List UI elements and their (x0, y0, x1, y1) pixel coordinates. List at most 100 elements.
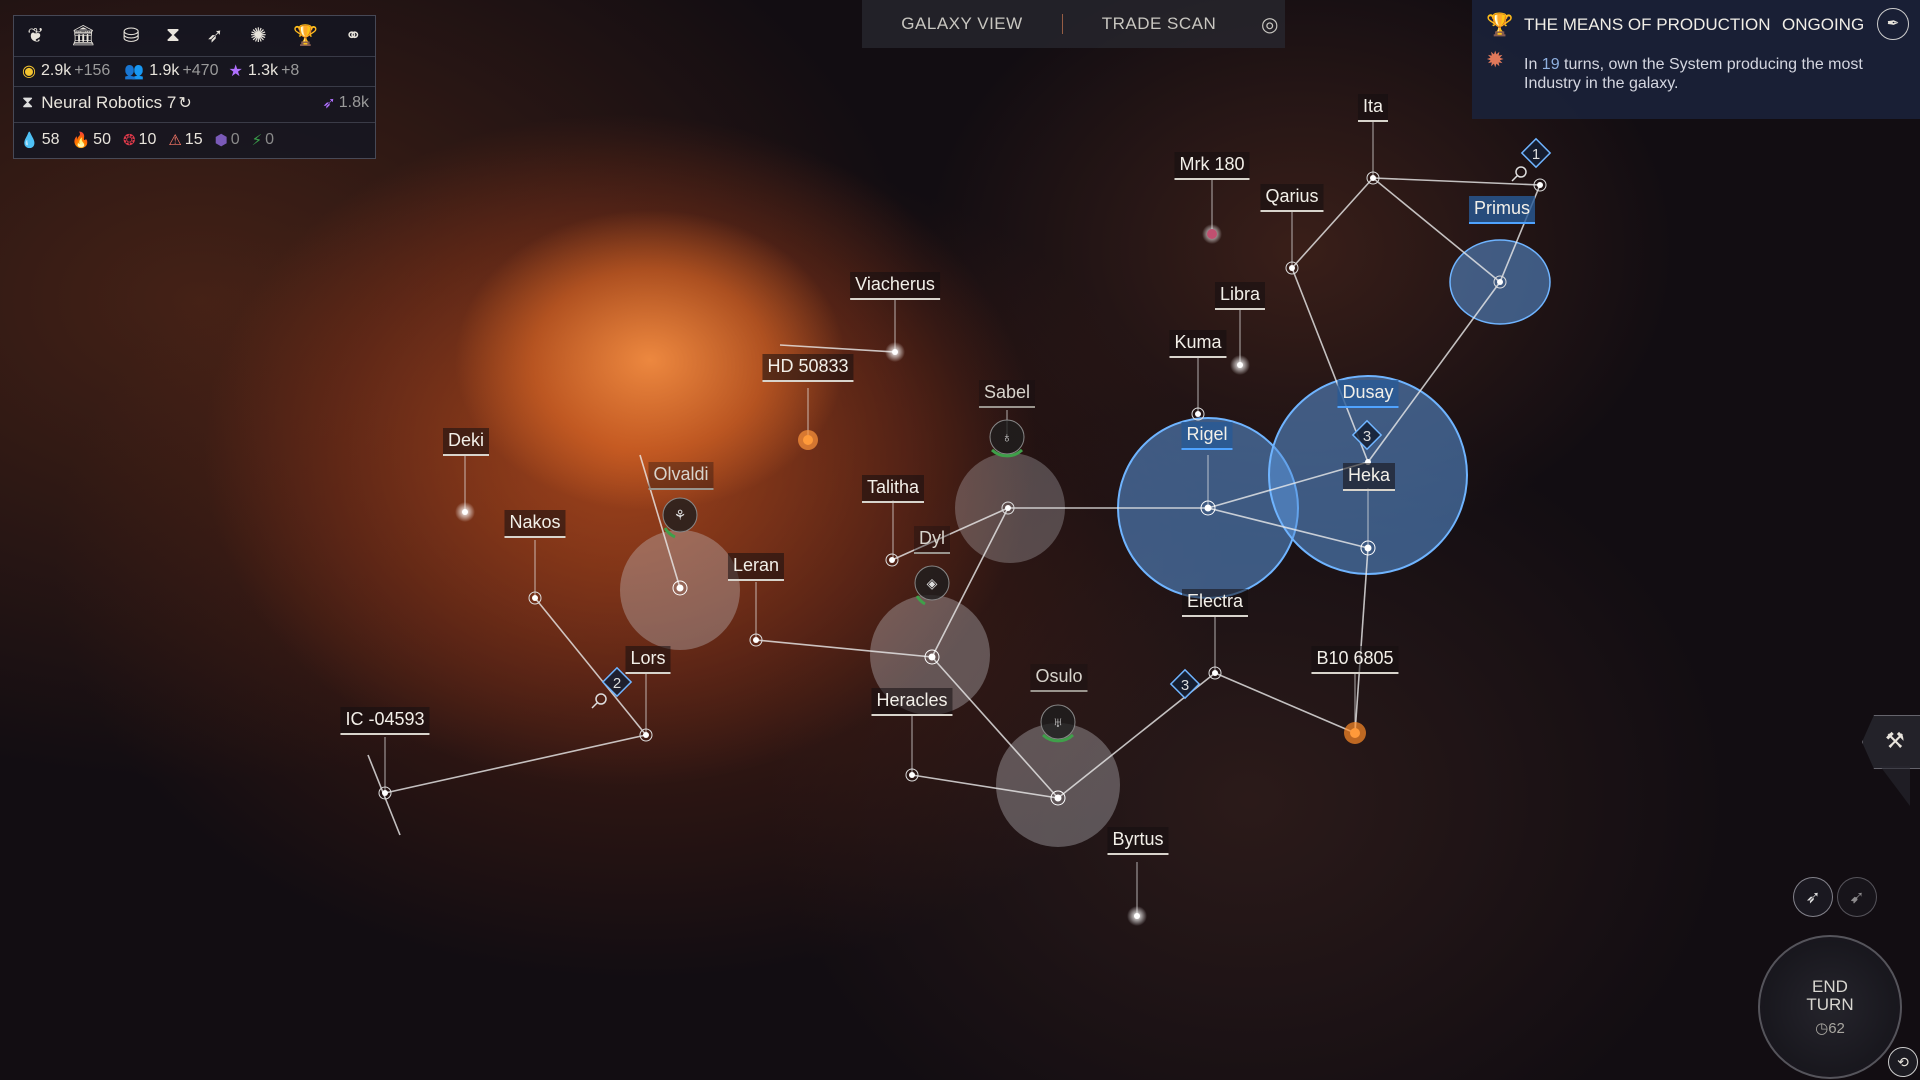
handshake-icon[interactable]: ⚭ (344, 24, 362, 47)
end-turn-button[interactable]: END TURN ◷62 (1758, 935, 1902, 1079)
system-label-dusay[interactable]: Dusay (1337, 380, 1399, 408)
star-lors[interactable] (639, 728, 653, 742)
strategic-value: 50 (93, 130, 111, 148)
quest-panel[interactable]: 🏆 THE MEANS OF PRODUCTION ONGOING ✒ ✹ In… (1472, 0, 1920, 119)
star-byrtus[interactable] (1127, 906, 1147, 926)
fleet-count: 2 (613, 675, 621, 692)
star-ita[interactable] (1366, 171, 1380, 185)
system-label-nakos[interactable]: Nakos (504, 510, 566, 538)
sabel-faction-emblem-icon: ♁ (989, 419, 1025, 458)
system-label-libra[interactable]: Libra (1214, 282, 1266, 310)
star-electra[interactable] (1208, 666, 1222, 680)
system-label-dyl[interactable]: Dyl (914, 526, 950, 554)
adamantian-icon: ⚠ (168, 131, 182, 149)
star-kuma[interactable] (1191, 407, 1205, 421)
end-turn-label-1: END (1812, 977, 1848, 996)
influence-areas (620, 239, 1551, 847)
star-viacherus[interactable] (885, 342, 905, 362)
coins-icon[interactable]: ⛁ (122, 24, 140, 47)
osulo-faction-emblem-icon: ♅ (1040, 704, 1076, 743)
trophy-icon: 🏆 (1486, 12, 1514, 37)
auto-turn-icon[interactable]: ⟲ (1888, 1047, 1918, 1077)
star-nodes[interactable] (378, 171, 1547, 926)
system-label-talitha[interactable]: Talitha (861, 475, 925, 503)
star-nakos[interactable] (528, 591, 542, 605)
star-leran[interactable] (749, 633, 763, 647)
system-label-qarius[interactable]: Qarius (1260, 184, 1324, 212)
system-label-kuma[interactable]: Kuma (1169, 330, 1227, 358)
empire-icon[interactable]: 🏛 (70, 24, 97, 47)
star-rigel[interactable] (1200, 500, 1216, 516)
glassteel-icon: 🔥 (71, 131, 91, 149)
system-label-mrk-180[interactable]: Mrk 180 (1174, 152, 1250, 180)
star-b10-6805[interactable] (1344, 722, 1366, 744)
star-ic-04593[interactable] (378, 786, 392, 800)
gear-sun-icon[interactable]: ✺ (250, 24, 267, 47)
pin-icon[interactable]: ✒ (1877, 8, 1909, 40)
scan-icon[interactable]: ◎ (1261, 13, 1279, 36)
fleet-count: 1 (1532, 146, 1540, 163)
trophy-icon[interactable]: 🏆 (293, 24, 319, 47)
system-label-hd-50833[interactable]: HD 50833 (762, 354, 854, 382)
star-heka[interactable] (1360, 540, 1376, 556)
faction-emblems[interactable]: ♁ ⚘ ◈ ♅ (662, 419, 1076, 743)
star-dyl[interactable] (924, 649, 940, 665)
system-label-byrtus[interactable]: Byrtus (1107, 827, 1169, 855)
orbit-icon: ➹ (1849, 887, 1865, 907)
fleet-markers[interactable]: 1 3 2 3 (591, 137, 1552, 709)
star-libra[interactable] (1230, 355, 1250, 375)
system-label-primus[interactable]: Primus (1468, 196, 1536, 224)
quest-title: THE MEANS OF PRODUCTION (1524, 15, 1771, 34)
fleet-icon[interactable]: ➶ (206, 24, 224, 47)
hyperium-icon: ❂ (122, 131, 136, 149)
system-label-leran[interactable]: Leran (727, 553, 785, 581)
science-delta: +8 (281, 61, 300, 79)
current-research-row[interactable]: ⧗ Neural Robotics 7 ↻ ➶ 1.8k (14, 86, 375, 118)
system-label-electra[interactable]: Electra (1181, 589, 1249, 617)
star-heracles[interactable] (905, 768, 919, 782)
construction-panel-button[interactable]: ⚒ (1862, 715, 1920, 769)
research-icon[interactable]: ⧗ (166, 23, 181, 46)
star-osulo[interactable] (1050, 790, 1066, 806)
system-label-lors[interactable]: Lors (625, 646, 671, 674)
star-mrk-180[interactable] (1202, 224, 1222, 244)
star-lanes (367, 177, 1541, 836)
fleet-toggle-button[interactable]: ➶ (1793, 877, 1833, 917)
population-value: 1.9k (149, 61, 180, 79)
research-cost: 1.8k (338, 93, 369, 111)
system-label-ic-04593[interactable]: IC -04593 (340, 707, 430, 735)
system-label-rigel[interactable]: Rigel (1181, 422, 1233, 450)
quest-desc-post: turns, own the System producing the most… (1524, 56, 1863, 92)
laurel-icon[interactable]: ❦ (27, 24, 45, 47)
star-primus-outer[interactable] (1533, 178, 1547, 192)
system-label-b10-6805[interactable]: B10 6805 (1311, 646, 1399, 674)
system-label-osulo[interactable]: Osulo (1030, 664, 1088, 692)
system-label-heracles[interactable]: Heracles (871, 688, 953, 716)
orbit-toggle-button[interactable]: ➹ (1837, 877, 1877, 917)
research-name[interactable]: Neural Robotics 7 (41, 92, 177, 112)
dyl-faction-emblem-icon: ◈ (914, 565, 950, 606)
star-sabel[interactable] (1001, 501, 1015, 515)
system-label-deki[interactable]: Deki (442, 428, 490, 456)
galaxy-view-button[interactable]: GALAXY VIEW (862, 14, 1063, 34)
system-label-ita[interactable]: Ita (1357, 94, 1389, 122)
quest-description: In 19 turns, own the System producing th… (1524, 55, 1904, 93)
star-olvaldi[interactable] (672, 580, 688, 596)
trade-scan-button[interactable]: TRADE SCAN (1101, 14, 1217, 33)
system-label-sabel[interactable]: Sabel (978, 380, 1036, 408)
top-navigation: GALAXY VIEW TRADE SCAN ◎ (862, 0, 1285, 48)
star-talitha[interactable] (885, 553, 899, 567)
strategic-value: 0 (230, 130, 240, 148)
system-label-viacherus[interactable]: Viacherus (850, 272, 940, 300)
system-label-heka[interactable]: Heka (1342, 463, 1396, 491)
star-qarius[interactable] (1285, 261, 1299, 275)
star-deki[interactable] (455, 502, 475, 522)
star-primus[interactable] (1493, 275, 1507, 289)
system-label-olvaldi[interactable]: Olvaldi (648, 462, 714, 490)
star-hd-50833[interactable] (798, 430, 818, 450)
quest-status: ONGOING (1782, 15, 1865, 34)
fleet-count: 3 (1181, 677, 1189, 694)
cycle-icon: ↻ (178, 94, 192, 112)
